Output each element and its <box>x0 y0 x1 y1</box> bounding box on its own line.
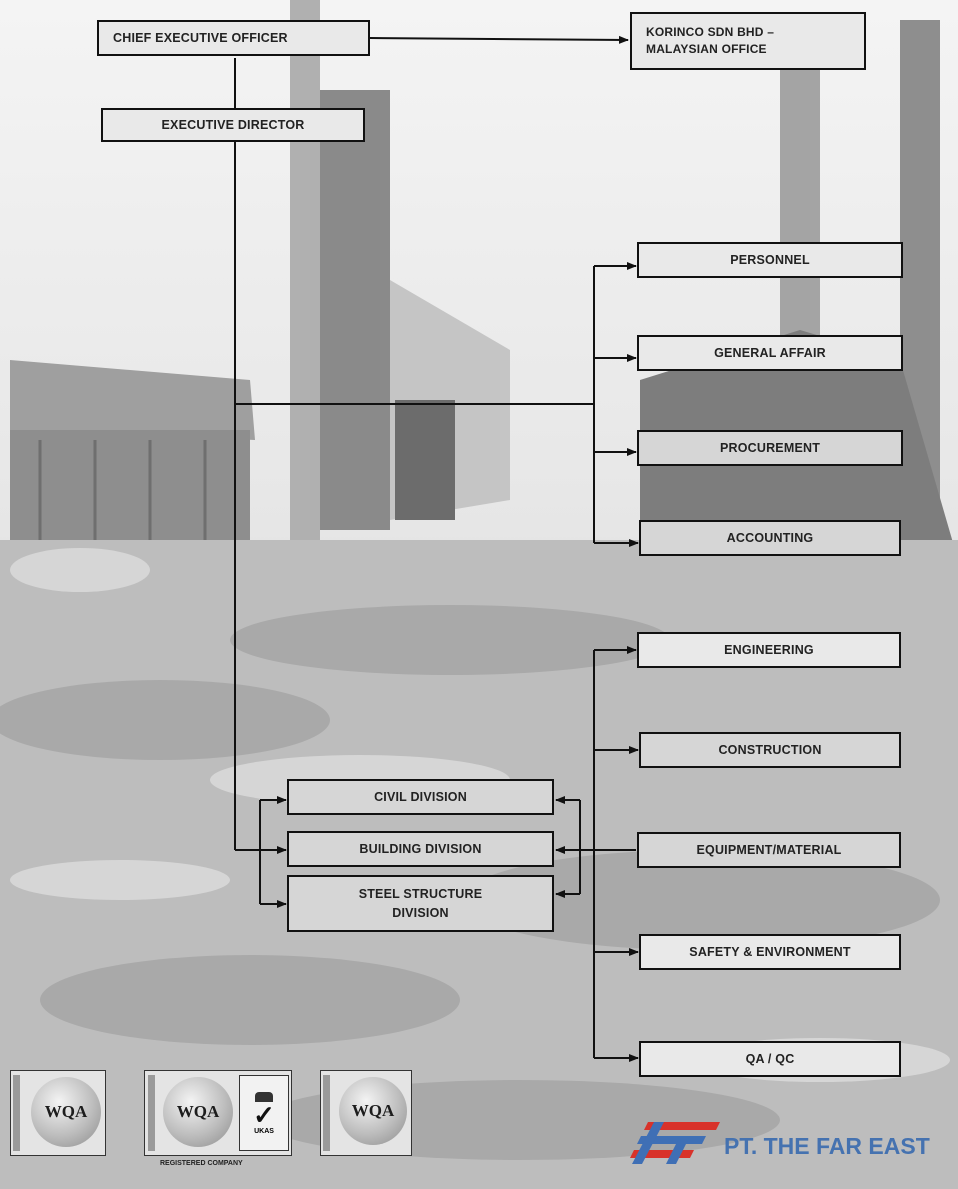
dept-personnel-box: PERSONNEL <box>637 242 903 278</box>
malaysian-office-label: KORINCO SDN BHD – MALAYSIAN OFFICE <box>646 24 774 59</box>
malaysian-office-line-2: MALAYSIAN OFFICE <box>646 42 767 56</box>
dept-equipment-material-box: EQUIPMENT/MATERIAL <box>637 832 901 868</box>
division-civil-box: CIVIL DIVISION <box>287 779 554 815</box>
dept-general-affair-label: GENERAL AFFAIR <box>714 345 826 360</box>
ceo-label: CHIEF EXECUTIVE OFFICER <box>113 30 288 45</box>
division-civil-label: CIVIL DIVISION <box>374 789 467 804</box>
malaysian-office-line-1: KORINCO SDN BHD – <box>646 24 775 39</box>
badge-strip-icon <box>13 1075 20 1151</box>
wqa-globe-icon: WQA <box>163 1077 233 1147</box>
dept-personnel-label: PERSONNEL <box>730 252 810 267</box>
division-steel-structure-label: STEEL STRUCTURE DIVISION <box>359 885 483 921</box>
dept-procurement-label: PROCUREMENT <box>719 440 821 455</box>
wqa-certificate-badge-1: WQA <box>10 1070 106 1156</box>
malaysian-office-box: KORINCO SDN BHD – MALAYSIAN OFFICE <box>630 12 866 70</box>
registered-company-label: REGISTERED COMPANY <box>160 1160 243 1167</box>
division-steel-line-1: STEEL STRUCTURE <box>358 887 483 902</box>
dept-engineering-box: ENGINEERING <box>637 632 901 668</box>
division-building-label: BUILDING DIVISION <box>359 841 482 856</box>
wqa-globe-icon: WQA <box>339 1077 407 1145</box>
far-east-logo-icon <box>630 1122 720 1164</box>
dept-accounting-label: ACCOUNTING <box>726 530 814 545</box>
dept-engineering-label: ENGINEERING <box>724 642 814 657</box>
ceo-box: CHIEF EXECUTIVE OFFICER <box>97 20 370 56</box>
company-name: PT. THE FAR EAST <box>724 1133 930 1159</box>
wqa-badge-text-3: WQA <box>351 1101 395 1120</box>
dept-qa-qc-box: QA / QC <box>639 1041 901 1077</box>
division-building-box: BUILDING DIVISION <box>287 831 554 867</box>
division-steel-structure-box: STEEL STRUCTURE DIVISION <box>287 875 554 932</box>
executive-director-box: EXECUTIVE DIRECTOR <box>101 108 365 142</box>
division-steel-line-2: DIVISION <box>392 905 449 920</box>
dept-qa-qc-label: QA / QC <box>745 1051 795 1066</box>
dept-construction-box: CONSTRUCTION <box>639 732 901 768</box>
checkmark-icon: ✓ <box>253 1099 275 1130</box>
dept-procurement-box: PROCUREMENT <box>637 430 903 466</box>
badge-strip-icon <box>323 1075 330 1151</box>
dept-general-affair-box: GENERAL AFFAIR <box>637 335 903 371</box>
wqa-certificate-badge-3: WQA <box>320 1070 412 1156</box>
ukas-text: UKAS <box>254 1127 274 1135</box>
badge-strip-icon <box>148 1075 155 1151</box>
dept-safety-environment-box: SAFETY & ENVIRONMENT <box>639 934 901 970</box>
wqa-badge-text-1: WQA <box>44 1102 88 1121</box>
ukas-mark: ✓ UKAS <box>239 1075 289 1151</box>
executive-director-label: EXECUTIVE DIRECTOR <box>161 117 305 132</box>
dept-safety-environment-label: SAFETY & ENVIRONMENT <box>689 944 851 959</box>
wqa-ukas-certificate-badge: WQA ✓ UKAS <box>144 1070 292 1156</box>
dept-accounting-box: ACCOUNTING <box>639 520 901 556</box>
dept-equipment-material-label: EQUIPMENT/MATERIAL <box>696 842 842 857</box>
wqa-globe-icon: WQA <box>31 1077 101 1147</box>
wqa-badge-text-2: WQA <box>176 1102 220 1121</box>
crown-icon <box>255 1091 273 1102</box>
dept-construction-label: CONSTRUCTION <box>718 742 822 757</box>
